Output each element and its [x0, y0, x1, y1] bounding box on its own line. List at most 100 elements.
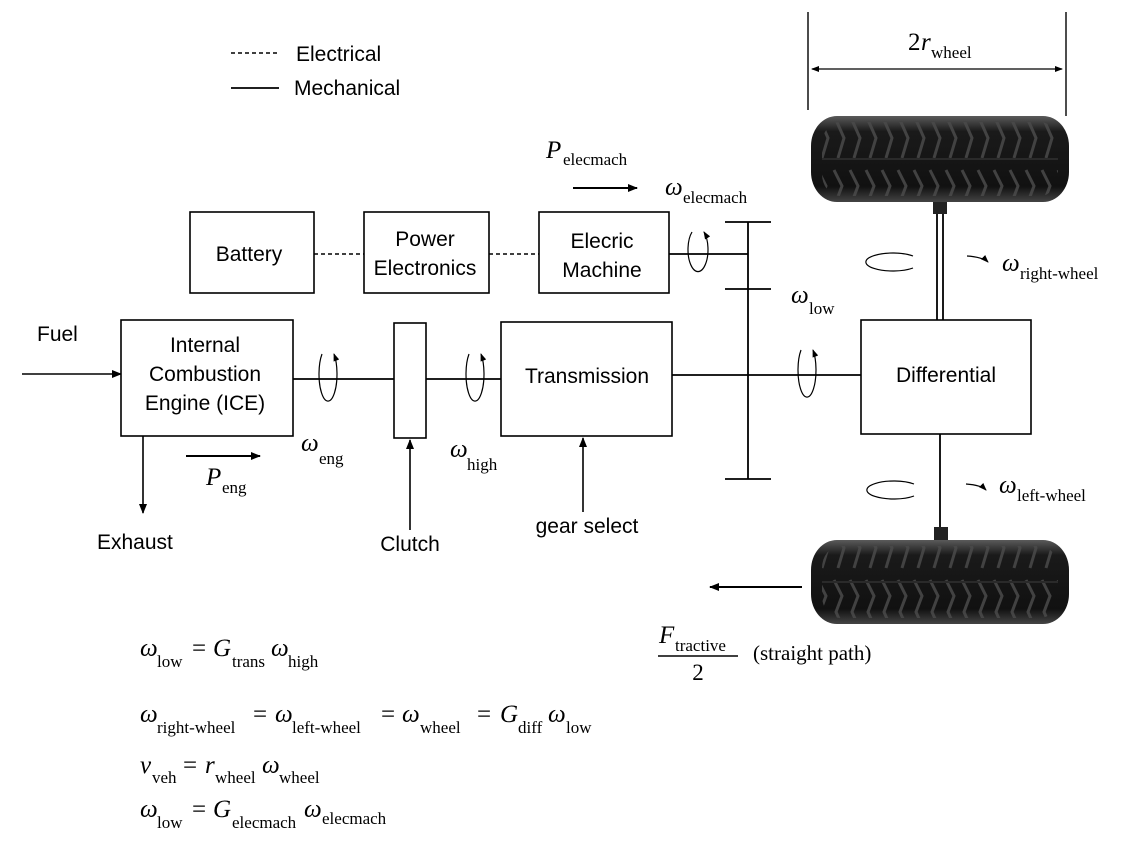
eq4-low-sub: low: [157, 813, 183, 832]
eq2-equals-3: =: [477, 701, 491, 728]
ice-label-line1: Internal: [170, 334, 240, 357]
omega-low-subscript: low: [809, 299, 835, 318]
p-eng-label: P eng: [205, 464, 247, 497]
transmission-label: Transmission: [525, 365, 649, 388]
rotation-high-icon: [465, 353, 487, 402]
fuel-label: Fuel: [37, 323, 78, 346]
omega-right-wheel-symbol: ω: [1002, 250, 1020, 277]
rotation-right-wheel-icon: [865, 252, 989, 272]
omega-left-wheel-symbol: ω: [999, 472, 1017, 499]
omega-low-symbol: ω: [791, 282, 809, 309]
tractive-force-subscript: tractive: [675, 636, 726, 655]
eq2-right-sub: right-wheel: [157, 718, 236, 737]
eq1-omega-low: ω: [140, 635, 158, 662]
eq4-omega-elecmach-sub: elecmach: [322, 809, 387, 828]
electric-machine-block: Elecric Machine: [538, 211, 670, 294]
omega-elecmach-subscript: elecmach: [683, 188, 748, 207]
differential-label: Differential: [896, 364, 996, 387]
clutch-block: [393, 322, 427, 439]
tractive-force-symbol: F: [658, 622, 675, 649]
eq3-r: r: [205, 752, 215, 779]
straight-path-label: (straight path): [753, 641, 871, 665]
eq4-equals: =: [192, 796, 206, 823]
p-eng-subscript: eng: [222, 478, 247, 497]
omega-high-subscript: high: [467, 455, 498, 474]
eq1-omega-high: ω: [271, 635, 289, 662]
electric-machine-label-line2: Machine: [562, 259, 641, 282]
eq3-equals: =: [183, 752, 197, 779]
right-axle: [933, 198, 947, 320]
omega-right-wheel-label: ω right-wheel: [1002, 250, 1099, 283]
eq3-v: v: [140, 752, 152, 779]
two-r-wheel-label: 2 r wheel: [908, 29, 972, 62]
eq2-omega-wheel: ω: [402, 701, 420, 728]
eq4-g: G: [213, 796, 231, 823]
p-eng-symbol: P: [205, 464, 221, 491]
equation-3: v veh = r wheel ω wheel: [140, 752, 320, 787]
power-electronics-block: Power Electronics: [363, 211, 490, 294]
omega-elecmach-symbol: ω: [665, 174, 683, 201]
omega-eng-label: ω eng: [301, 430, 344, 468]
eq2-omega-right: ω: [140, 701, 158, 728]
rotation-left-wheel-icon: [866, 480, 987, 500]
differential-block: Differential: [860, 319, 1032, 435]
gear-select-label: gear select: [536, 515, 639, 538]
p-elecmach-subscript: elecmach: [563, 150, 628, 169]
eq3-omega-wheel-sub: wheel: [279, 768, 320, 787]
equation-4: ω low = G elecmach ω elecmach: [140, 796, 387, 832]
power-electronics-label-line1: Power: [395, 228, 455, 251]
right-wheel-image: [811, 116, 1069, 202]
equation-2: ω right-wheel = ω left-wheel = ω wheel =…: [140, 701, 592, 737]
p-elecmach-label: P elecmach: [545, 137, 628, 169]
eq2-g: G: [500, 701, 518, 728]
eq1-equals: =: [192, 635, 206, 662]
battery-block: Battery: [189, 211, 315, 294]
rotation-low-icon: [797, 349, 819, 398]
eq2-equals-1: =: [253, 701, 267, 728]
tractive-force-label: F tractive 2: [658, 622, 738, 685]
eq1-g: G: [213, 635, 231, 662]
gear-set: [725, 221, 771, 480]
left-wheel-image: [811, 540, 1069, 624]
legend-mechanical-label: Mechanical: [294, 77, 400, 100]
eq2-omega-low: ω: [548, 701, 566, 728]
rotation-eng-icon: [318, 353, 340, 402]
clutch-label: Clutch: [380, 533, 440, 556]
equation-1: ω low = G trans ω high: [140, 635, 319, 671]
eq2-equals-2: =: [381, 701, 395, 728]
omega-eng-subscript: eng: [319, 449, 344, 468]
ice-block: Internal Combustion Engine (ICE): [120, 319, 294, 437]
omega-left-wheel-label: ω left-wheel: [999, 472, 1086, 505]
wheel-diameter-dimension: [807, 12, 1067, 116]
electric-machine-label-line1: Elecric: [570, 230, 633, 253]
exhaust-label: Exhaust: [97, 531, 173, 554]
transmission-block: Transmission: [500, 321, 673, 437]
rotation-elecmach-icon: [687, 231, 711, 273]
eq4-omega-low: ω: [140, 796, 158, 823]
omega-right-wheel-subscript: right-wheel: [1020, 264, 1099, 283]
left-axle: [934, 434, 948, 543]
eq1-trans-sub: trans: [232, 652, 265, 671]
battery-label: Battery: [216, 243, 283, 266]
eq2-wheel-sub: wheel: [420, 718, 461, 737]
ice-label-line3: Engine (ICE): [145, 392, 265, 415]
two-r-wheel-subscript: wheel: [931, 43, 972, 62]
eq1-low-sub: low: [157, 652, 183, 671]
eq4-omega-elecmach: ω: [304, 796, 322, 823]
two-r-wheel-coefficient: 2: [908, 29, 921, 56]
eq1-high-sub: high: [288, 652, 319, 671]
legend-electrical-label: Electrical: [296, 43, 381, 66]
power-electronics-label-line2: Electronics: [374, 257, 477, 280]
two-r-wheel-symbol: r: [921, 29, 931, 56]
eq4-elecmach-sub: elecmach: [232, 813, 297, 832]
ice-label-line2: Combustion: [149, 363, 261, 386]
eq3-wheel-sub: wheel: [215, 768, 256, 787]
eq2-omega-left: ω: [275, 701, 293, 728]
omega-left-wheel-subscript: left-wheel: [1017, 486, 1086, 505]
tractive-force-denominator: 2: [692, 660, 704, 685]
eq2-diff-sub: diff: [518, 718, 543, 737]
omega-low-label: ω low: [791, 282, 835, 318]
eq2-left-sub: left-wheel: [292, 718, 361, 737]
omega-high-symbol: ω: [450, 436, 468, 463]
